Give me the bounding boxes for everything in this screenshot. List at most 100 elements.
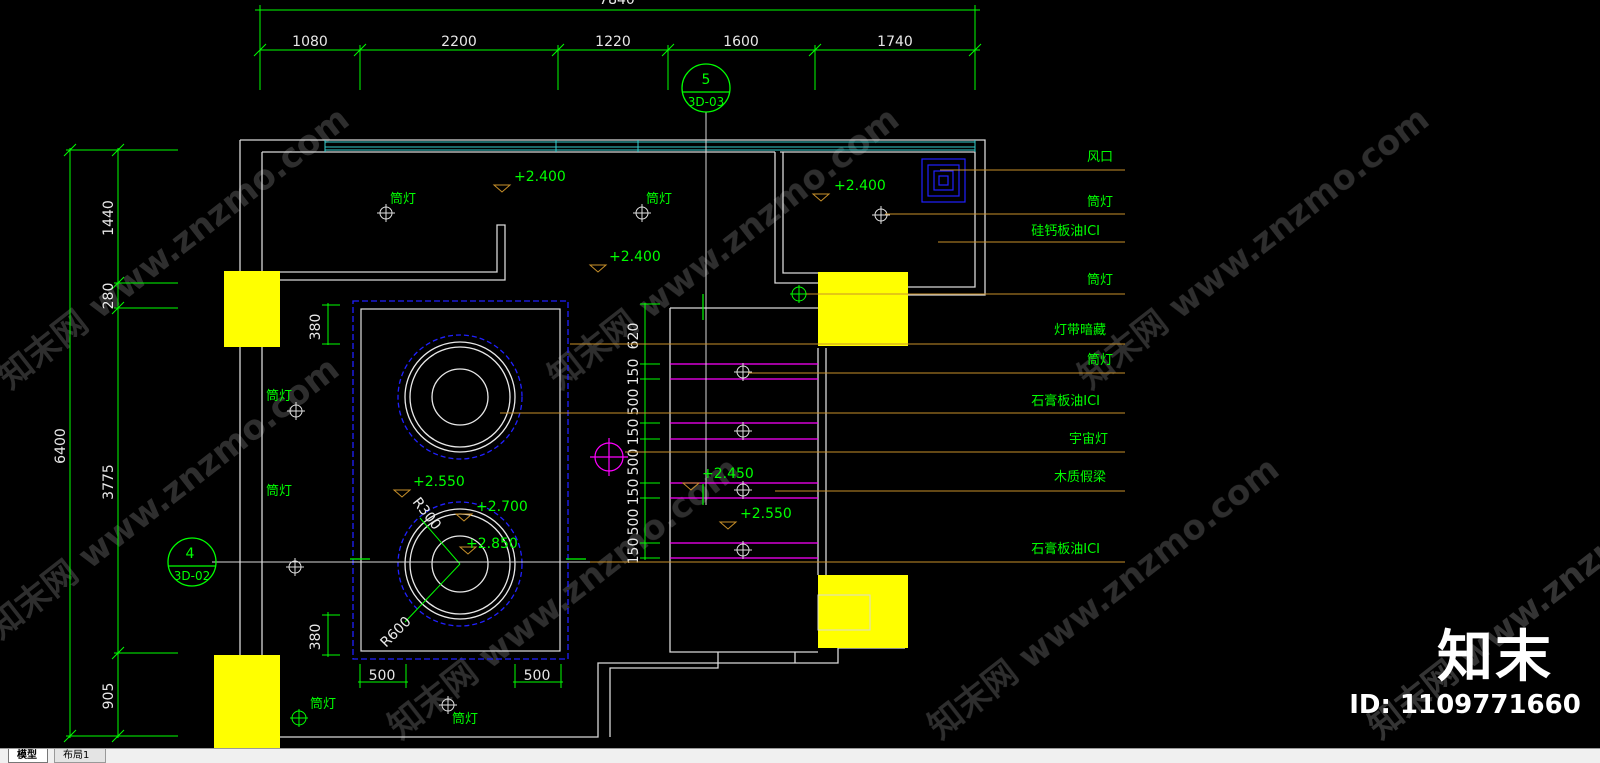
- stair-dimension: 150: [626, 538, 642, 565]
- round-ceiling-outer-dashed: [397, 334, 523, 460]
- top-dimension-chain: [253, 5, 982, 90]
- fixture-label: 筒灯: [646, 191, 672, 207]
- downlight-icon: [377, 204, 395, 222]
- downlight-icons: [286, 204, 890, 714]
- elevation-label: +2.400: [514, 169, 566, 185]
- brand-logo: 知末 ID: 1109771660: [1349, 628, 1590, 722]
- elevation-label: +2.550: [413, 474, 465, 490]
- section-marker-5[interactable]: 5 3D-03: [681, 63, 731, 113]
- overall-width-label: 7840: [599, 0, 635, 8]
- dimension-label: 1440: [101, 200, 117, 236]
- column-block: [818, 272, 908, 346]
- round-ceiling-outer: [404, 508, 516, 620]
- downlight-icon: [633, 204, 651, 222]
- elevation-label: +2.550: [740, 506, 792, 522]
- downlight-icon: [734, 363, 752, 381]
- round-ceiling-ring: [409, 346, 511, 448]
- watermark-text: 知末网 www.znzmo.com: [921, 449, 1287, 747]
- tab-model[interactable]: 模型: [8, 749, 48, 763]
- legend-label: 筒灯: [1087, 272, 1113, 288]
- section-lines: [212, 112, 707, 563]
- legend-label: 筒灯: [1087, 194, 1113, 210]
- column-block: [214, 655, 280, 748]
- downlight-icon: [734, 422, 752, 440]
- downlight-icon: [872, 206, 890, 224]
- fixture-label: 筒灯: [452, 711, 478, 727]
- column-block: [818, 575, 908, 648]
- section-number: 5: [702, 72, 711, 88]
- legend-label: 木质假梁: [1054, 470, 1106, 485]
- dimension-label: 1080: [292, 34, 328, 50]
- legend-label: 宇宙灯: [1069, 432, 1108, 447]
- legend-label: 筒灯: [1087, 352, 1113, 368]
- spotlight-icons: [290, 285, 808, 727]
- round-ceiling-outer-dashed: [397, 501, 523, 627]
- section-marker-4[interactable]: 4 3D-02: [167, 537, 217, 587]
- column-detail: [817, 594, 871, 631]
- downlight-icon: [439, 696, 457, 714]
- stair-dimension: 500: [626, 449, 642, 476]
- elevation-label: +2.450: [702, 466, 754, 482]
- dimension-label: 500: [369, 668, 396, 684]
- dimension-label: 1600: [723, 34, 759, 50]
- panel-outline-dashed: [352, 300, 569, 660]
- faux-beams: [670, 363, 818, 559]
- legend-label: 硅钙板油ICI: [1031, 224, 1100, 239]
- ceiling-panel: [352, 300, 569, 660]
- elevation-label: +2.850: [466, 536, 518, 552]
- watermark-text: 知末网 www.znzmo.com: [0, 99, 357, 397]
- spotlight-icon: [790, 285, 808, 303]
- legend-label: 石膏板油ICI: [1031, 541, 1100, 557]
- fixture-label: 筒灯: [266, 388, 292, 404]
- round-ceiling-inner: [431, 368, 489, 426]
- downlight-icon: [287, 402, 305, 420]
- section-line-marks: [350, 294, 704, 560]
- panel-outline: [360, 308, 561, 652]
- downlight-icon: [734, 541, 752, 559]
- overall-height-label: 6400: [53, 428, 69, 464]
- watermark-text: 知末网 www.znzmo.com: [1071, 99, 1437, 397]
- left-dimension-labels: 6400 1440 280 3775 905: [53, 200, 117, 709]
- structural-columns: [214, 271, 908, 748]
- spotlight-icon: [290, 709, 308, 727]
- brand-id: ID: 1109771660: [1349, 690, 1581, 720]
- section-number: 4: [186, 546, 195, 562]
- fixture-label: 筒灯: [266, 483, 292, 499]
- column-block: [224, 271, 280, 347]
- layout-tab-bar: 模型 布局1: [0, 748, 1600, 763]
- round-ceiling-inner: [431, 535, 489, 593]
- legend-label: 灯带暗藏: [1054, 323, 1106, 338]
- inner-dimension-marks: [322, 303, 660, 688]
- round-ceiling-outer: [404, 341, 516, 453]
- stair-dimension: 150: [626, 359, 642, 386]
- leader-lines: [500, 169, 1125, 563]
- inner-dimension-labels: 380 380 500 500 620 150 500 150 500 150 …: [308, 314, 642, 684]
- dimension-label: 1740: [877, 34, 913, 50]
- dimension-label: 500: [524, 668, 551, 684]
- dimension-label: 3775: [101, 464, 117, 500]
- dimension-label: 280: [101, 283, 117, 310]
- dimension-label: 1220: [595, 34, 631, 50]
- radius-label: R600: [378, 614, 415, 651]
- section-ref: 3D-03: [688, 95, 724, 109]
- elevation-label: +2.400: [834, 178, 886, 194]
- legend-label: 石膏板油ICI: [1031, 393, 1100, 409]
- top-dimension-labels: 7840 1080 2200 1220 1600 1740: [292, 0, 913, 50]
- section-ref: 3D-02: [174, 569, 210, 583]
- stair-dimension: 500: [626, 389, 642, 416]
- dimension-label: 905: [101, 683, 117, 710]
- legend-labels: 风口 筒灯 硅钙板油ICI 筒灯 灯带暗藏 筒灯 石膏板油ICI 宇宙灯 木质假…: [1031, 150, 1113, 557]
- stair-dimension: 500: [626, 509, 642, 536]
- radius-line: [419, 517, 461, 565]
- tab-layout-1[interactable]: 布局1: [54, 749, 106, 763]
- fixture-labels: 筒灯 筒灯 筒灯 筒灯 筒灯 筒灯: [266, 191, 672, 727]
- left-dimension-chain: [63, 143, 178, 743]
- fixture-label: 筒灯: [390, 191, 416, 207]
- watermark-text: 知末网 www.znzmo.com: [541, 99, 907, 397]
- stair-dimension: 150: [626, 419, 642, 446]
- dimension-label: 2200: [441, 34, 477, 50]
- downlight-icon: [286, 558, 304, 576]
- stair-dimension: 620: [626, 323, 642, 350]
- cosmic-light-icon: [590, 438, 628, 476]
